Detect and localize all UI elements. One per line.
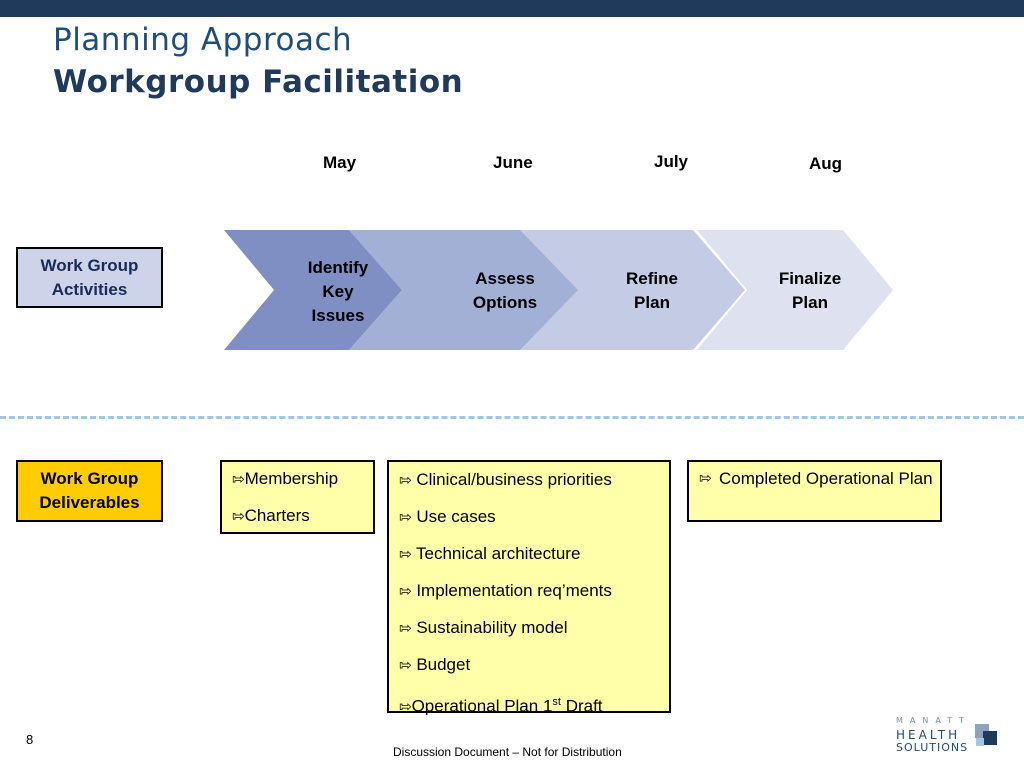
logo-square-icon	[976, 738, 984, 746]
list-item: ⇰Charters	[232, 506, 310, 525]
list-item: ⇰Membership	[232, 469, 339, 488]
arrow-bullet-icon: ⇰	[399, 472, 412, 489]
logo-square-icon	[983, 731, 997, 745]
chevron-label-assess: Assess Options	[450, 267, 560, 315]
arrow-bullet-icon: ⇰	[232, 471, 245, 488]
page-title: Planning Approach	[53, 22, 353, 58]
deliverables-line2: Deliverables	[39, 493, 140, 512]
chevron-refine-line1: Refine	[626, 269, 678, 288]
arrow-bullet-icon: ⇰	[232, 508, 245, 525]
arrow-bullet-icon: ⇰	[399, 509, 412, 526]
manatt-health-solutions-logo: MANATT HEALTH SOLUTIONS	[896, 716, 1001, 762]
chevron-label-refine: Refine Plan	[602, 267, 702, 315]
footer-note: Discussion Document – Not for Distributi…	[393, 745, 622, 759]
list-item: ⇰ Use cases	[399, 507, 496, 526]
arrow-bullet-icon: ⇰	[699, 470, 712, 487]
chevron-identify-line1: Identify	[307, 258, 369, 277]
deliverables-may: ⇰Membership ⇰Charters	[220, 460, 375, 534]
section-divider	[0, 416, 1024, 419]
page-subtitle: Workgroup Facilitation	[53, 64, 464, 100]
chevron-refine-line2: Plan	[634, 293, 670, 312]
chevron-assess-options	[349, 230, 578, 350]
activities-line1: Work Group	[40, 255, 139, 275]
list-item: ⇰Operational Plan 1st Draft	[399, 696, 603, 716]
chevron-identify-line2: Key	[322, 282, 354, 301]
arrow-bullet-icon: ⇰	[399, 546, 412, 563]
month-aug: Aug	[809, 154, 843, 173]
page-number: 8	[26, 732, 34, 747]
month-july: July	[654, 152, 689, 171]
top-bar	[0, 0, 1024, 17]
chevron-assess-line1: Assess	[475, 269, 535, 288]
arrow-bullet-icon: ⇰	[399, 698, 412, 716]
list-item: ⇰ Implementation req’ments	[399, 581, 612, 600]
chevron-label-identify: Identify Key Issues	[288, 256, 388, 328]
chevron-label-finalize: Finalize Plan	[760, 267, 860, 315]
arrow-bullet-icon: ⇰	[399, 583, 412, 600]
chevron-refine-plan	[520, 230, 745, 350]
list-item: ⇰ Clinical/business priorities	[399, 470, 612, 489]
chevron-finalize-plan	[697, 230, 893, 350]
activities-line2: Activities	[51, 279, 128, 299]
deliverables-june-july: ⇰ Clinical/business priorities ⇰ Use cas…	[387, 460, 671, 716]
arrow-bullet-icon: ⇰	[399, 620, 412, 637]
list-item: ⇰ Budget	[399, 655, 471, 674]
chevron-identify-line3: Issues	[311, 306, 365, 325]
chevron-identify-key-issues	[224, 230, 402, 350]
list-item: ⇰ Sustainability model	[399, 618, 568, 637]
chevron-assess-line2: Options	[472, 293, 538, 312]
deliverables-line1: Work Group	[40, 469, 139, 488]
month-may: May	[323, 153, 357, 172]
list-item: ⇰Completed Operational Plan	[699, 469, 933, 488]
list-item: ⇰ Technical architecture	[399, 544, 581, 563]
chevron-finalize-line2: Plan	[792, 293, 828, 312]
deliverables-aug: ⇰Completed Operational Plan	[687, 460, 942, 522]
month-june: June	[493, 153, 533, 172]
chevron-finalize-line1: Finalize	[778, 269, 842, 288]
arrow-bullet-icon: ⇰	[399, 657, 412, 674]
